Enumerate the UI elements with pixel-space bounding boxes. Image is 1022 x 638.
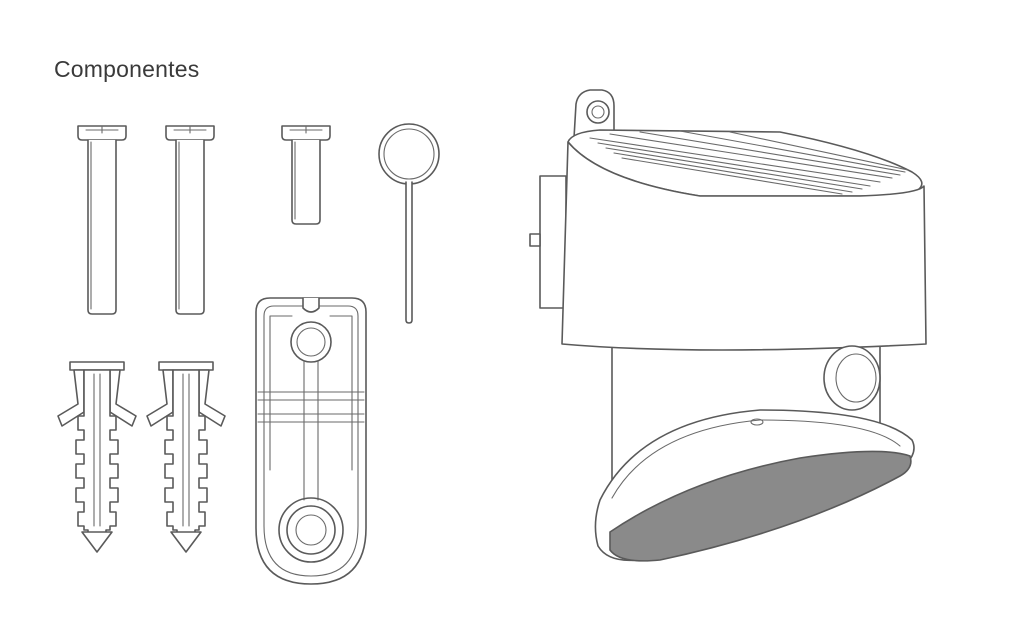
short-screw-icon xyxy=(281,125,331,225)
solar-camera-icon xyxy=(529,89,927,562)
wall-anchor-icon xyxy=(57,361,137,553)
long-screw-icon xyxy=(165,125,215,315)
section-title: Componentes xyxy=(54,56,200,82)
long-screw-icon xyxy=(77,125,127,315)
reset-pin-icon xyxy=(378,123,440,324)
mounting-bracket-icon xyxy=(255,297,367,585)
wall-anchor-icon xyxy=(146,361,226,553)
